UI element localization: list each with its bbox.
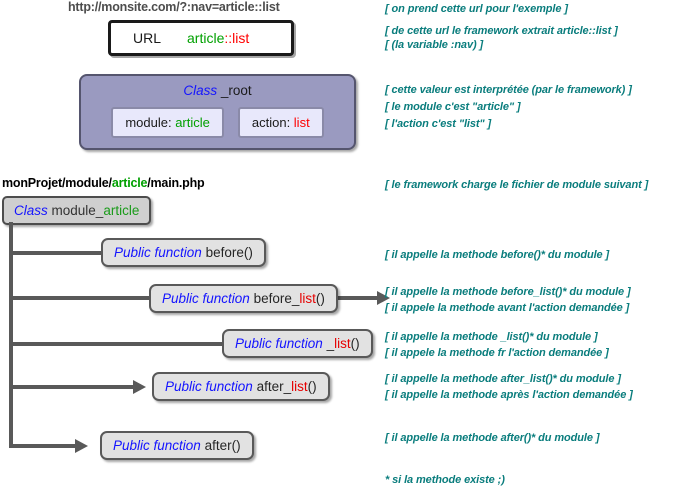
url-value-action: list bbox=[232, 30, 250, 46]
method-name-highlight: list bbox=[334, 336, 351, 351]
url-value-module: article bbox=[187, 30, 225, 46]
annotation-before-0: [ il appelle la methode before()* du mod… bbox=[385, 249, 610, 261]
class-name-highlight: article bbox=[103, 203, 140, 218]
connector-branch-after bbox=[9, 444, 78, 448]
class-keyword: Class bbox=[14, 203, 48, 218]
root-class-box: Class _root module: article action: list bbox=[79, 74, 356, 150]
path-prefix: monProjet/module/ bbox=[2, 176, 112, 190]
method-box-before-list: Public function before_list() bbox=[149, 284, 338, 313]
module-file-path: monProjet/module/article/main.php bbox=[2, 176, 205, 190]
annotation-after-list-1: [ il appelle la methode après l'action d… bbox=[385, 389, 633, 401]
method-box-before: Public function before() bbox=[101, 238, 266, 267]
path-highlight: article bbox=[111, 176, 148, 190]
root-class-properties: module: article action: list bbox=[81, 107, 354, 138]
method-keyword: Public function bbox=[165, 379, 253, 394]
annotation-root-action: [ l'action c'est "list" ] bbox=[385, 118, 492, 130]
method-box-after-list: Public function after_list() bbox=[152, 372, 330, 401]
class-module-article-box: Class module_article bbox=[2, 196, 152, 225]
method-name-prefix: after_ bbox=[252, 379, 292, 394]
root-class-keyword: Class bbox=[183, 83, 218, 98]
method-name-prefix: before_ bbox=[249, 291, 300, 306]
url-box-value: article::list bbox=[187, 30, 249, 46]
root-class-name: _root bbox=[220, 83, 252, 98]
connector-branch-after-list bbox=[9, 385, 136, 389]
method-name-prefix: before() bbox=[201, 245, 253, 260]
method-name-suffix: () bbox=[350, 336, 360, 351]
method-name-highlight: list bbox=[291, 379, 308, 394]
method-keyword: Public function bbox=[113, 438, 201, 453]
property-action: action: list bbox=[237, 107, 324, 138]
root-class-title: Class _root bbox=[81, 83, 354, 98]
method-name-suffix: () bbox=[307, 379, 317, 394]
property-action-value: list bbox=[293, 115, 310, 130]
connector-branch-list bbox=[9, 342, 227, 346]
annotation-root-module: [ le module c'est "article" ] bbox=[385, 101, 521, 113]
url-box: URL article::list bbox=[108, 20, 294, 56]
annotation-before-list-1: [ il appele la methode avant l'action de… bbox=[385, 302, 630, 314]
method-box-list: Public function _list() bbox=[222, 329, 373, 358]
annotation-after-list-0: [ il appelle la methode after_list()* du… bbox=[385, 373, 621, 385]
annotation-list-0: [ il appelle la methode _list()* du modu… bbox=[385, 331, 598, 343]
method-name-suffix: () bbox=[315, 291, 325, 306]
arrow-head-after-icon bbox=[75, 439, 88, 453]
method-keyword: Public function bbox=[162, 291, 250, 306]
property-module-value: article bbox=[175, 115, 210, 130]
annotation-url-extract: [ de cette url le framework extrait arti… bbox=[385, 25, 618, 37]
annotation-after-0: [ il appelle la methode after()* du modu… bbox=[385, 432, 600, 444]
annotation-url-navvar: [ (la variable :nav) ] bbox=[385, 39, 484, 51]
url-value-separator: :: bbox=[224, 30, 233, 46]
arrow-head-before-list-icon bbox=[377, 291, 390, 305]
url-box-label: URL bbox=[133, 30, 162, 46]
property-module: module: article bbox=[111, 107, 224, 138]
property-action-key: action: bbox=[251, 115, 294, 130]
annotation-root-interpreted: [ cette valeur est interprétée (par le f… bbox=[385, 84, 632, 96]
annotation-module-load: [ le framework charge le fichier de modu… bbox=[385, 179, 649, 191]
arrow-head-after-list-icon bbox=[133, 380, 146, 394]
annotation-before-list-0: [ il appelle la methode before_list()* d… bbox=[385, 286, 631, 298]
connector-trunk bbox=[9, 222, 13, 448]
method-box-after: Public function after() bbox=[100, 431, 254, 460]
method-keyword: Public function bbox=[235, 336, 323, 351]
method-keyword: Public function bbox=[114, 245, 202, 260]
annotation-url-example: [ on prend cette url pour l'exemple ] bbox=[385, 3, 568, 15]
annotation-list-1: [ il appele la methode fr l'action deman… bbox=[385, 347, 609, 359]
url-title-text: http://monsite.com/?:nav=article::list bbox=[68, 0, 280, 14]
method-name-highlight: list bbox=[299, 291, 316, 306]
class-name-prefix: module_ bbox=[47, 203, 104, 218]
footnote-text: * si la methode existe ;) bbox=[385, 474, 505, 486]
property-module-key: module: bbox=[125, 115, 176, 130]
method-name-prefix: _ bbox=[322, 336, 335, 351]
method-name-prefix: after() bbox=[200, 438, 241, 453]
path-suffix: /main.php bbox=[147, 176, 205, 190]
